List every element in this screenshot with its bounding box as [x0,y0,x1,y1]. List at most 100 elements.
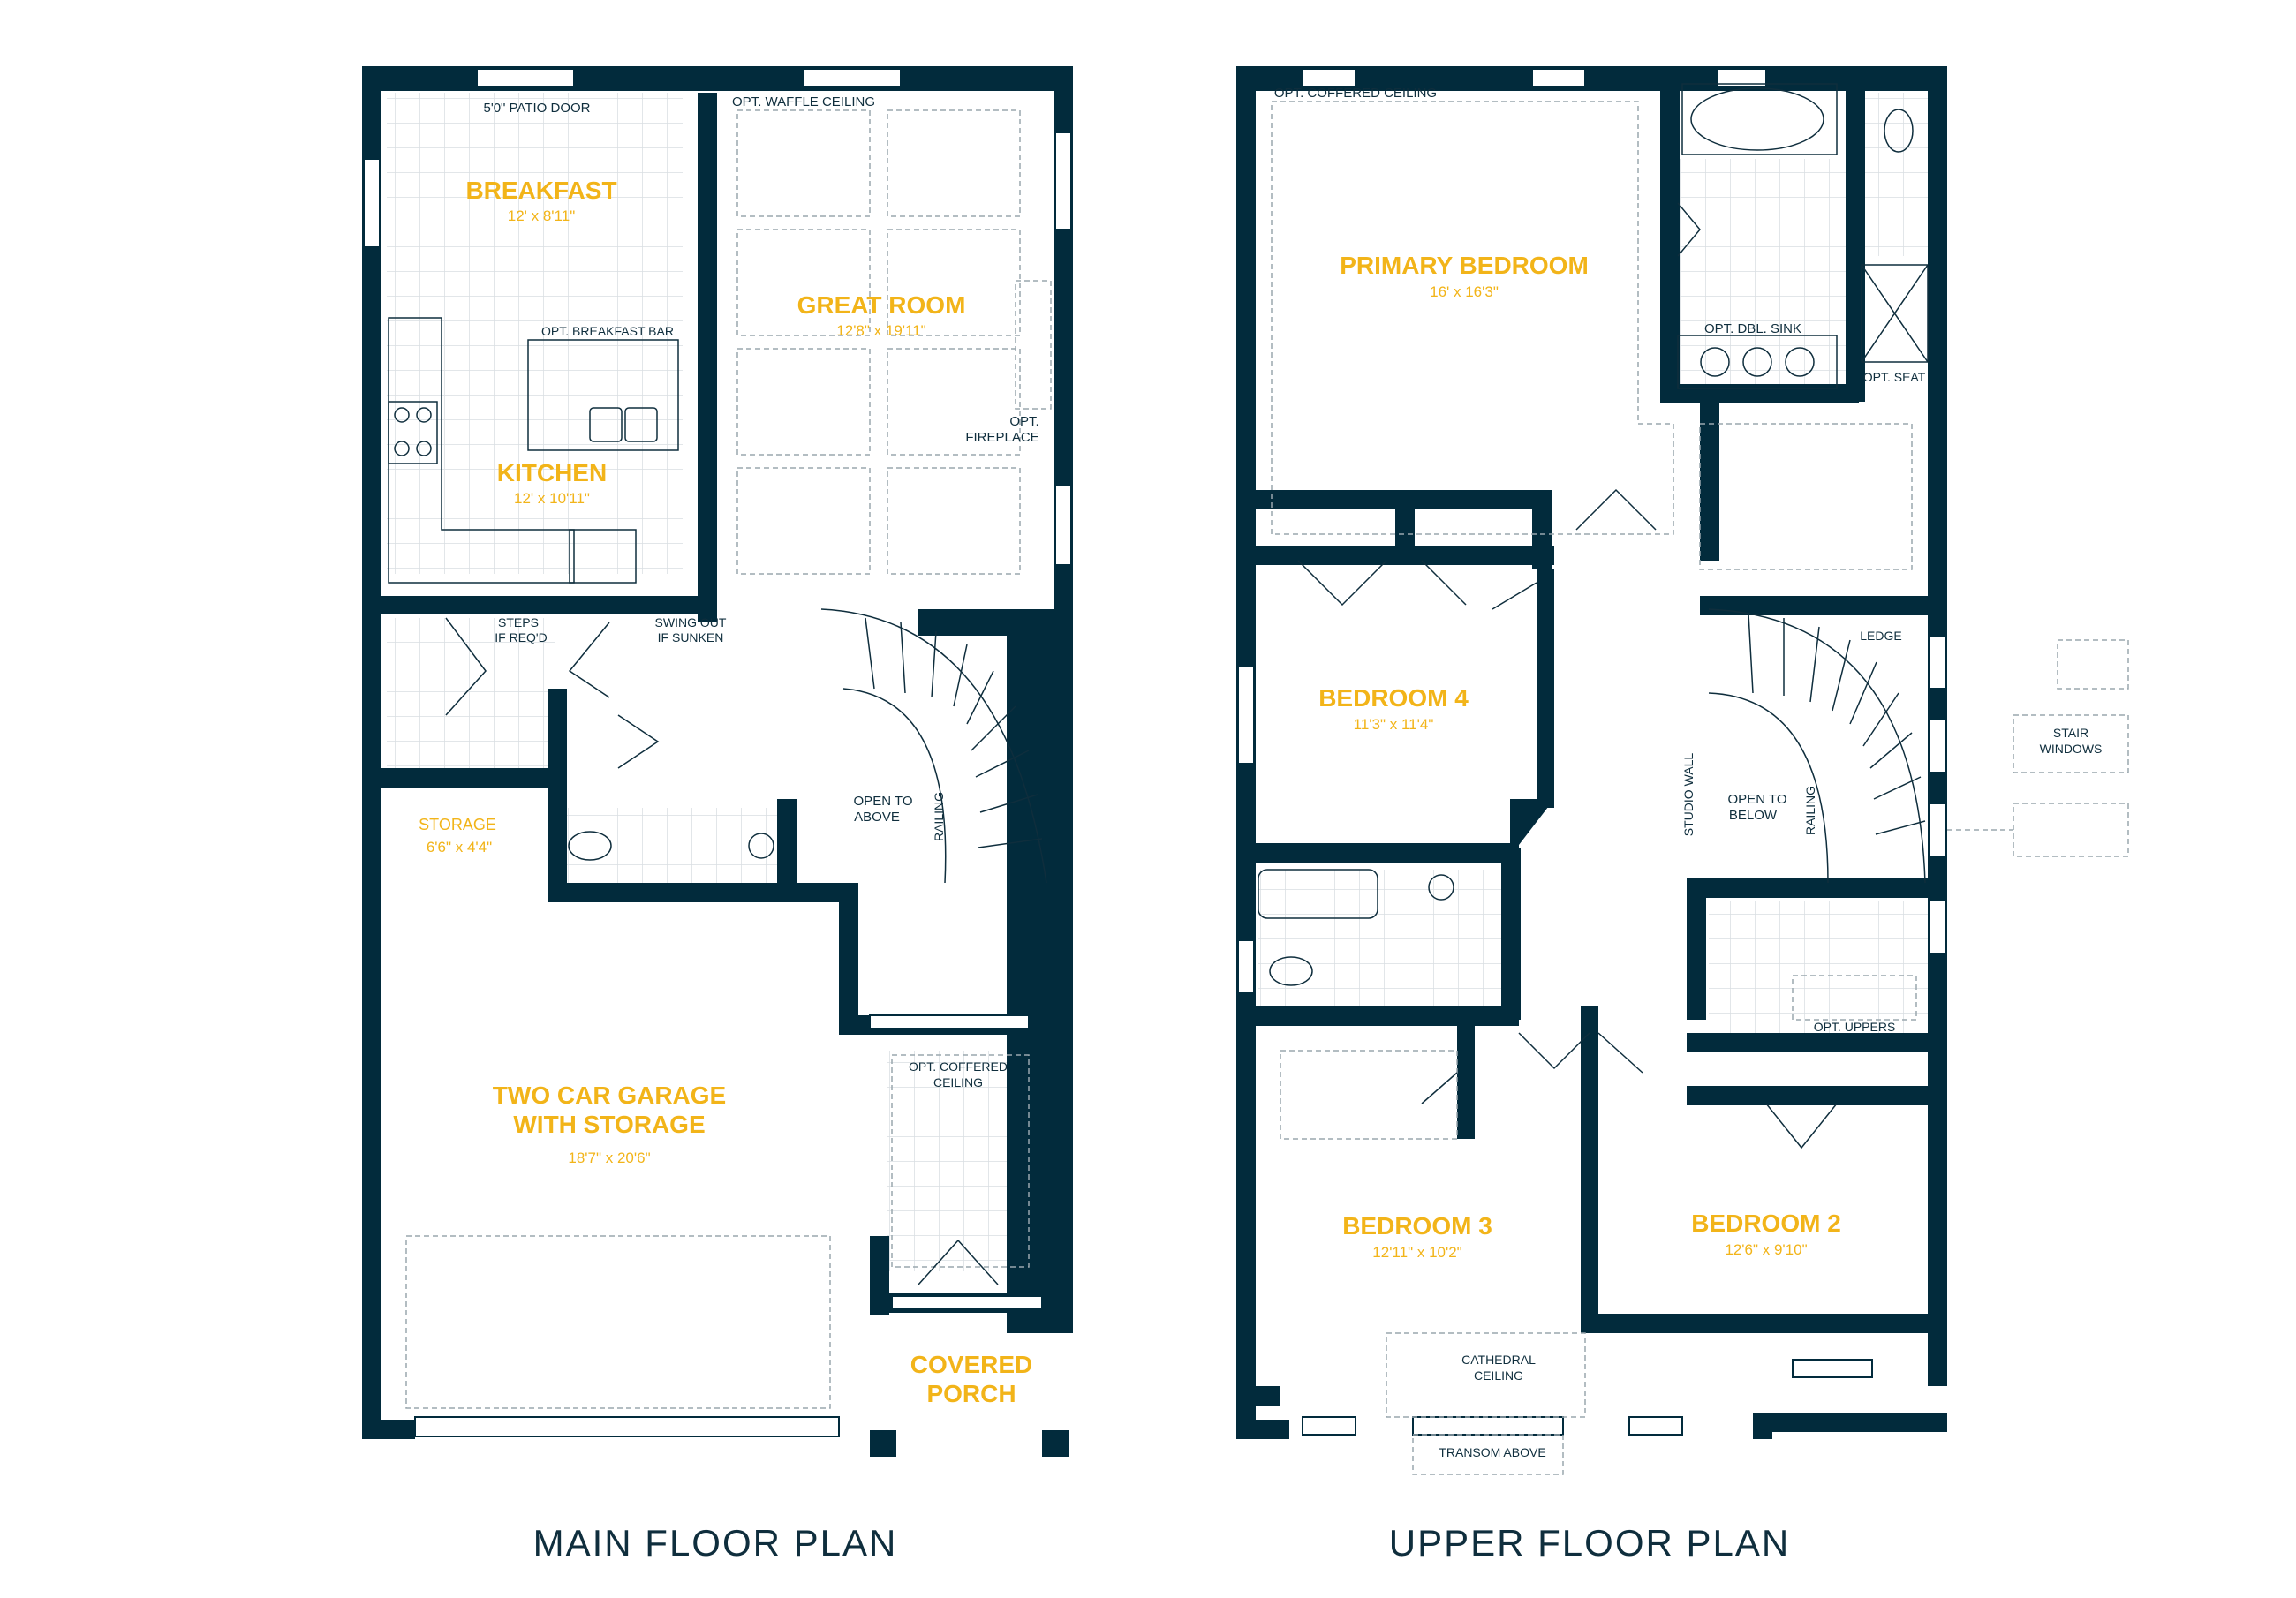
garage-label-1: TWO CAR GARAGE [493,1082,726,1109]
toilet-room-tile [1865,93,1936,256]
dbl-sink-note: OPT. DBL. SINK [1704,321,1801,336]
laundry-uppers [1792,975,1917,1021]
bedroom4-closet-door-2 [1421,560,1467,606]
porch-label-1: COVERED [910,1351,1032,1378]
stair-window-3 [1929,803,1946,857]
upper-floor-plan: OPT. COFFERED CEILING PRIMARY BEDROOM 16… [1236,66,2129,1564]
powder-sink [748,833,774,859]
great-room-window-top [803,68,902,87]
stair-window-outline-2 [2013,714,2129,773]
ledge-note: LEDGE [1860,629,1901,643]
bath-tub [1258,869,1378,919]
coffered-note-1: OPT. COFFERED [909,1059,1008,1074]
porch-door [891,1295,1043,1309]
fireplace-note-2: FIREPLACE [965,430,1038,445]
primary-door-swing [1575,488,1657,531]
primary-window-2 [1531,68,1586,87]
bedroom4-closet-door [1297,560,1387,607]
primary-bedroom-dim: 16' x 16'3" [1430,283,1499,300]
bedroom3-closet [1280,1050,1458,1140]
waffle-ceiling-note: OPT. WAFFLE CEILING [732,94,875,109]
breakfast-kitchen-tile [387,93,683,574]
upper-railing-note: RAILING [1803,786,1817,835]
bath-sink [1428,874,1454,901]
breakfast-label: BREAKFAST [465,177,616,204]
bedroom2-hall-door [1597,1032,1643,1074]
bedroom2-window-1 [1628,1416,1683,1436]
hall-door-swing [1518,1032,1590,1070]
main-floor-title: MAIN FLOOR PLAN [533,1522,898,1564]
upper-stair [1708,608,1926,884]
laundry-tile [1709,901,1934,1037]
cathedral-outline [1386,1332,1586,1418]
tub-outline [1681,83,1838,155]
door-swing-1 [445,617,487,716]
steps-note-1: STEPS [498,615,539,629]
mudroom-tile [387,618,555,773]
main-floor-fixtures [388,109,1052,1409]
garage-dim: 18'7" x 20'6" [568,1150,650,1166]
bedroom4-door [1492,582,1537,610]
bedroom4-label: BEDROOM 4 [1318,684,1469,712]
kitchen-island [527,339,679,451]
bedroom4-dim: 11'3" x 11'4" [1354,716,1434,733]
stair-window-1 [1929,635,1946,690]
main-bath-tile [1258,870,1501,1006]
double-sink-counter [1677,335,1838,389]
studio-wall-note: STUDIO WALL [1681,753,1696,837]
breakfast-window [363,158,381,248]
main-railing-note: RAILING [932,792,946,841]
upper-floor-walls [1236,66,1947,1439]
cathedral-note-1: CATHEDRAL [1461,1353,1536,1367]
stair-treads [865,617,1043,848]
primary-window-1 [1302,68,1356,87]
foyer-sidelight [869,1014,1030,1029]
kitchen-dim: 12' x 10'11" [514,490,590,507]
breakfast-dim: 12' x 8'11" [508,207,575,224]
range [388,401,438,464]
swing-note-2: IF SUNKEN [658,630,724,644]
door-swing-2 [568,622,610,698]
bath-toilet [1269,956,1313,986]
open-to-below-2: BELOW [1729,808,1778,823]
main-stair [820,608,1047,884]
stair-window-outline-1 [2057,639,2129,690]
great-room-dim: 12'8" x 19'11" [836,322,925,339]
ensuite-door [1677,202,1701,257]
bedroom4-window [1237,666,1255,765]
powder-tile [565,808,790,883]
bath-window [1237,939,1255,994]
stair-window-2 [1929,719,1946,773]
stair-windows-note-1: STAIR [2053,726,2088,740]
storage-dim: 6'6" x 4'4" [427,839,492,856]
powder-toilet [568,831,612,861]
transom-outline [1412,1434,1564,1475]
swing-note-1: SWING OUT [655,615,727,629]
great-room-window-right-1 [1054,132,1072,230]
sink-3 [1785,347,1815,377]
fireplace-outline [1015,280,1052,410]
kitchen-label: KITCHEN [497,459,607,486]
upper-coffered-note: OPT. COFFERED CEILING [1274,86,1437,101]
open-to-above-2: ABOVE [854,810,900,825]
cathedral-note-2: CEILING [1474,1368,1523,1383]
sink-1 [1700,347,1730,377]
main-floor-plan: 5'0" PATIO DOOR OPT. WAFFLE CEILING BREA… [362,66,1073,1564]
bedroom3-label: BEDROOM 3 [1342,1212,1492,1240]
shower [1861,264,1929,363]
garage-storage-outline [405,1235,831,1409]
upper-stair-treads [1748,613,1926,835]
coffered-note-2: CEILING [933,1075,983,1089]
ensuite-toilet [1884,109,1914,153]
primary-coffered-outline [1271,101,1674,535]
patio-door-note: 5'0" PATIO DOOR [484,101,591,116]
upper-floor-windows [1237,68,1946,1436]
garage-label-2: WITH STORAGE [513,1111,705,1138]
stair-windows-note-2: WINDOWS [2040,742,2103,756]
main-floor-windows [363,68,1072,1437]
laundry-window [1929,900,1946,954]
upper-floor-title: UPPER FLOOR PLAN [1389,1522,1790,1564]
waffle-cell [736,109,871,217]
great-room-label: GREAT ROOM [797,291,966,319]
